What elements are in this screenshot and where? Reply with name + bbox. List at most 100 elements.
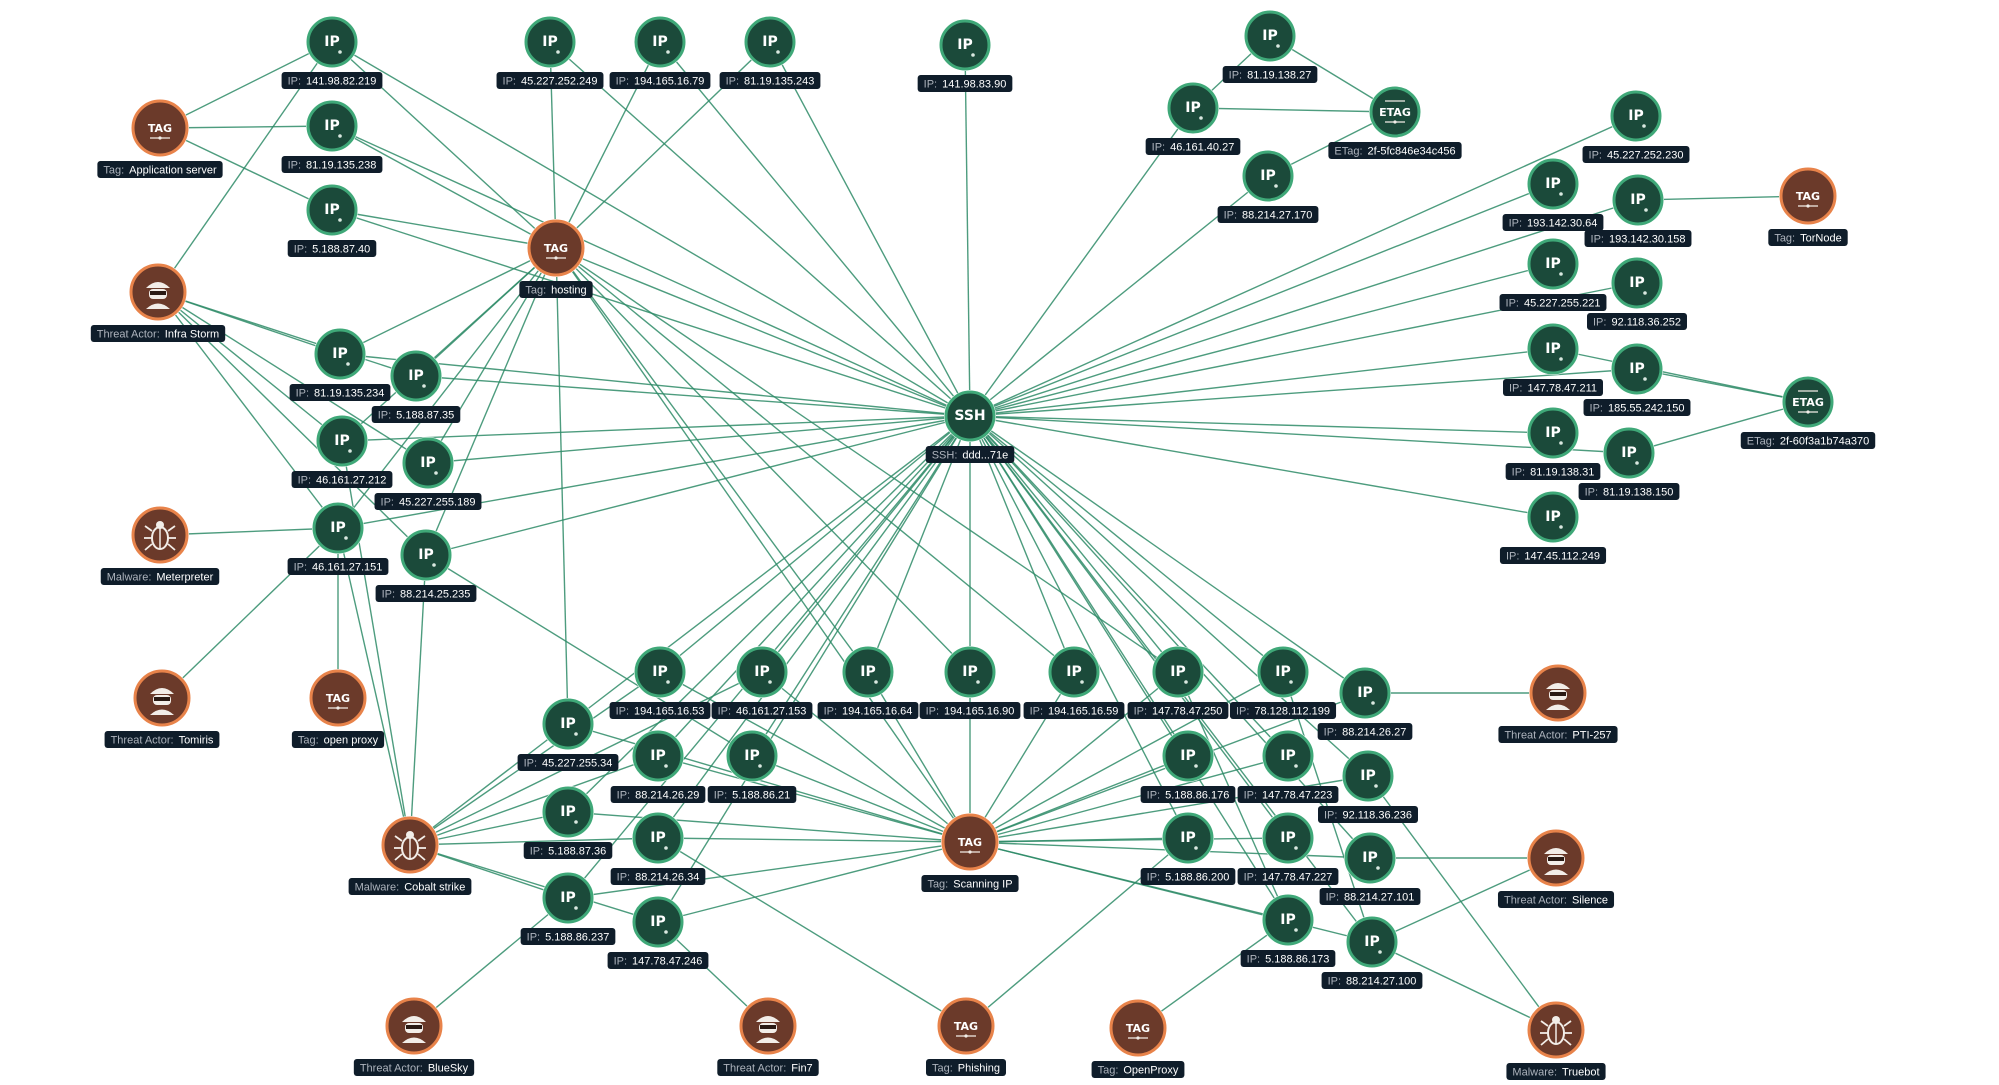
node-value-label: Silence	[1572, 895, 1608, 907]
node-circle	[1244, 10, 1296, 62]
label-background	[1321, 972, 1423, 989]
label-background	[1582, 146, 1690, 163]
ip-icon: IP	[1545, 341, 1560, 357]
node-ip43[interactable]: IP IP:147.78.47.223	[1237, 730, 1339, 803]
ip-icon: IP	[1545, 425, 1560, 441]
node-mal_truebot[interactable]: Malware:Truebot	[1506, 1001, 1606, 1080]
edge-ip49-ta_silence	[1371, 857, 1557, 943]
node-value-label: 88.214.26.29	[635, 790, 699, 802]
node-type-label: Threat Actor:	[97, 329, 160, 341]
edge-ip1-ssh	[331, 41, 971, 417]
node-ta_silence[interactable]: Threat Actor:Silence	[1497, 829, 1615, 908]
node-label: IP:81.19.138.31	[1505, 463, 1601, 480]
node-ta_infra[interactable]: Threat Actor:Infra Storm	[90, 263, 226, 342]
node-type-label: IP:	[1589, 150, 1602, 162]
ip-icon: IP	[324, 118, 339, 134]
ip-icon: IP	[1280, 748, 1295, 764]
node-ta_bluesky[interactable]: Threat Actor:BlueSky	[353, 997, 475, 1076]
label-background	[371, 406, 461, 423]
node-mal_meter[interactable]: Malware:Meterpreter	[100, 506, 220, 585]
node-ta_pti[interactable]: Threat Actor:PTI-257	[1498, 664, 1618, 743]
label-background	[1502, 214, 1604, 231]
node-label: IP:5.188.86.237	[520, 928, 616, 945]
tag-icon: TAG	[954, 1020, 978, 1033]
node-label: IP:185.55.242.150	[1583, 399, 1691, 416]
node-mal_cobalt[interactable]: Malware:Cobalt strike	[348, 816, 472, 895]
edge-ip42-tag_scan	[969, 755, 1189, 843]
node-value-label: 2f-60f3a1b74a370	[1780, 436, 1869, 448]
etag-icon: ETAG	[1379, 106, 1411, 119]
ip-icon: IP	[1280, 912, 1295, 928]
node-value-label: 88.214.25.235	[400, 589, 470, 601]
node-label: IP:45.227.252.249	[496, 72, 604, 89]
edge-ip7-ssh	[964, 44, 971, 417]
label-background	[100, 568, 220, 585]
node-label: IP:147.78.47.223	[1237, 786, 1339, 803]
node-type-label: IP:	[1152, 142, 1165, 154]
node-ip18[interactable]: IP IP:81.19.138.31	[1505, 407, 1601, 480]
node-ta_fin7[interactable]: Threat Actor:Fin7	[717, 997, 819, 1076]
label-background	[1127, 702, 1229, 719]
node-ta_tomiris[interactable]: Threat Actor:Tomiris	[104, 669, 220, 748]
edge-ip40-tag_scan	[567, 841, 971, 899]
